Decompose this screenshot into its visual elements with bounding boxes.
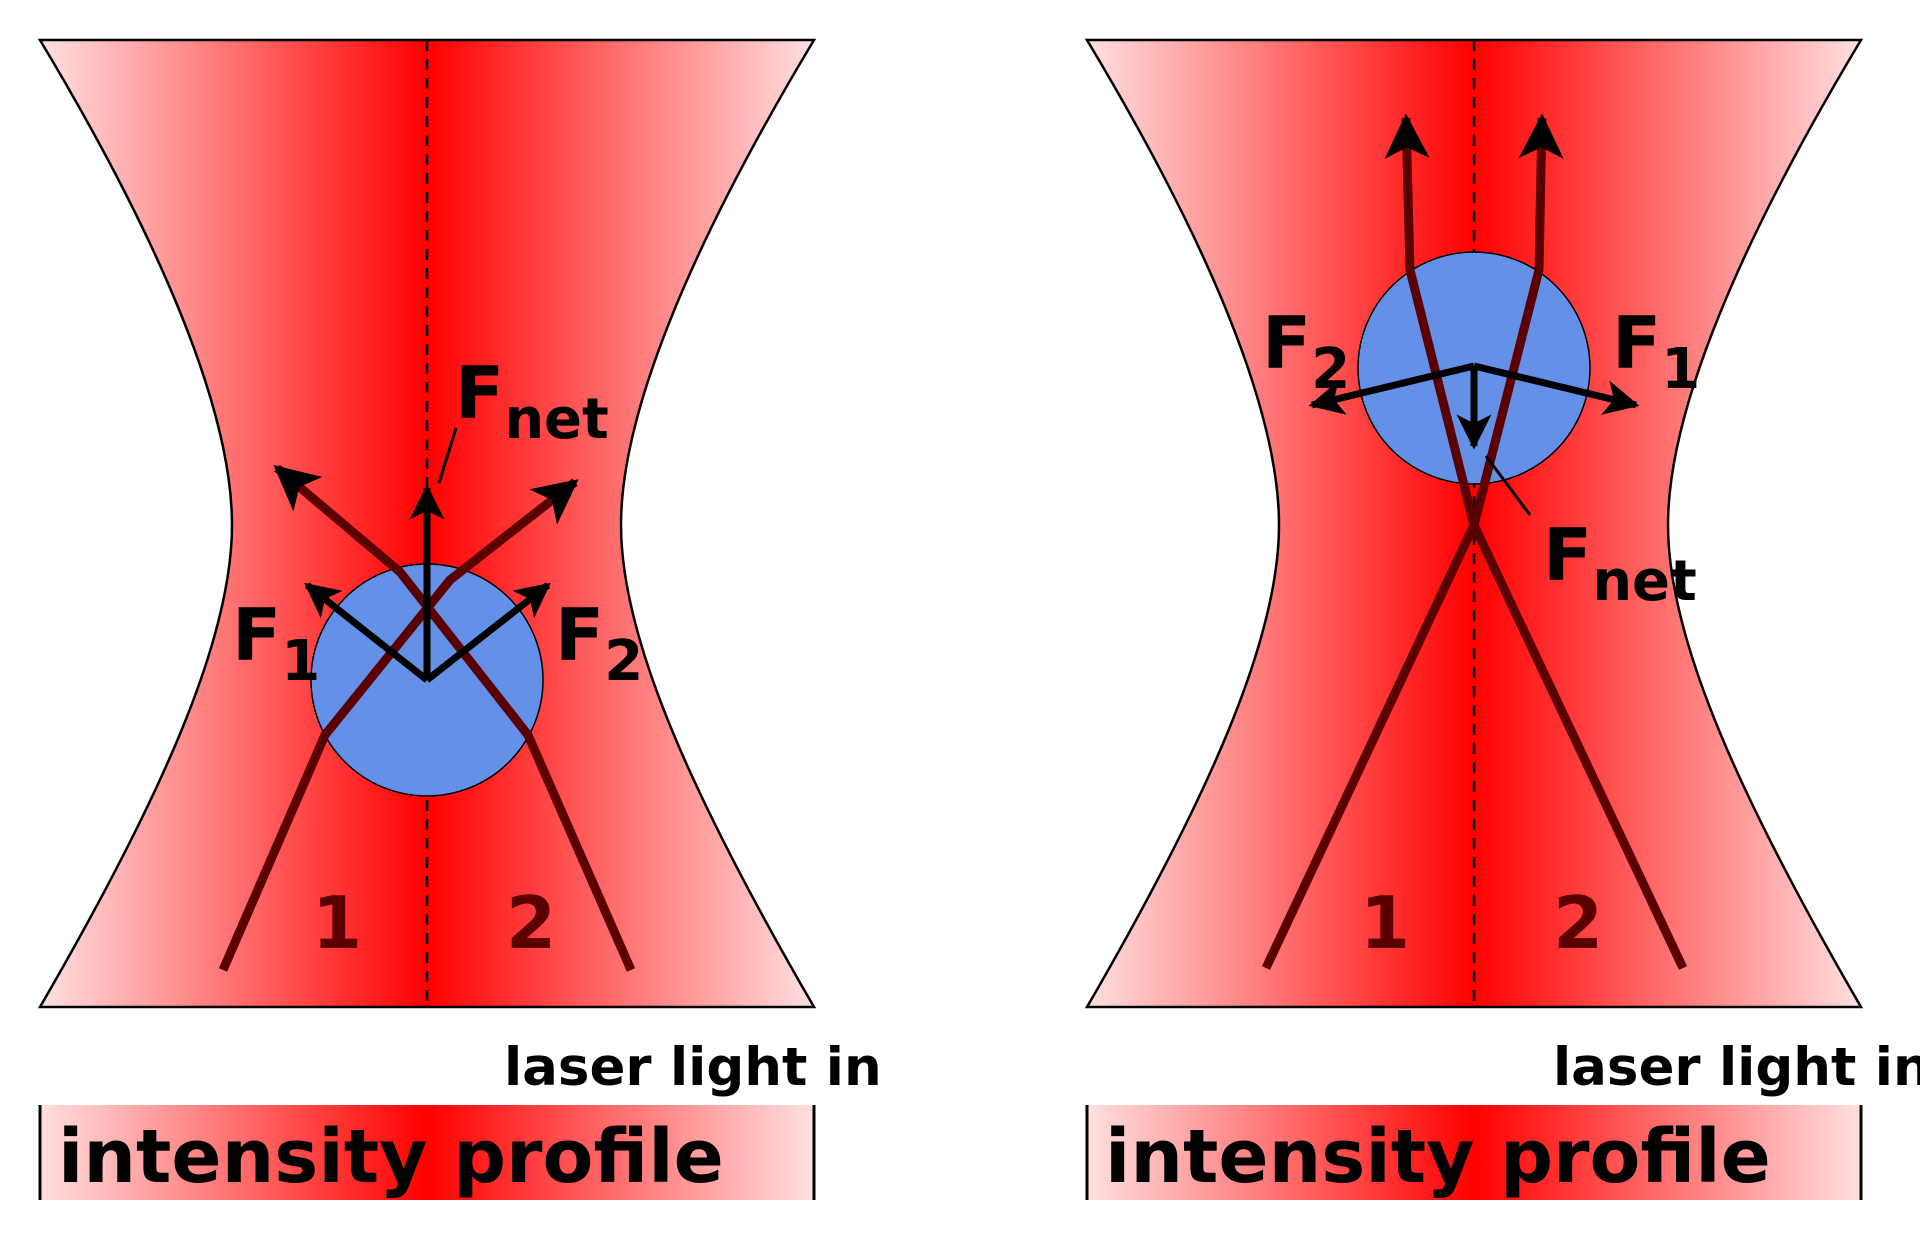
profile-label-right: intensity profile <box>1105 1114 1771 1200</box>
force-2-label-left: F2 <box>555 593 643 694</box>
laser-label-right: laser light in <box>1553 1037 1920 1098</box>
profile-label-left: intensity profile <box>58 1114 724 1200</box>
net-force-label-left: Fnet <box>455 351 609 452</box>
intensity-profile-bar-right <box>1087 1105 1861 1200</box>
ray-1-number-left: 1 <box>312 881 362 965</box>
force-1-arrow-right <box>1473 362 1640 415</box>
net-force-leader-right <box>1484 455 1532 516</box>
panel-right: F2 F1 Fnet 1 2 laser light in intensity … <box>1084 38 1920 1200</box>
ray-1-number-right: 1 <box>1360 881 1410 965</box>
force-1-label-left: F1 <box>232 593 320 694</box>
net-force-leader-left <box>437 427 458 484</box>
force-2-label-right: F2 <box>1262 301 1350 402</box>
panel-left: F1 F2 Fnet 1 2 laser light in intensity … <box>37 38 882 1200</box>
ray-1-left <box>218 478 579 972</box>
ray-2-right <box>1384 113 1688 970</box>
net-force-label-right: Fnet <box>1543 513 1697 614</box>
ray-2-number-left: 2 <box>506 881 556 965</box>
force-1-label-right: F1 <box>1612 301 1700 402</box>
ray-1-right <box>1261 113 1564 970</box>
intensity-profile-bar-left <box>40 1105 814 1200</box>
force-2-arrow-left <box>424 582 551 683</box>
force-2-arrow-right <box>1308 362 1475 415</box>
force-1-arrow-left <box>304 582 430 683</box>
laser-label-left: laser light in <box>504 1037 882 1098</box>
ray-2-number-right: 2 <box>1553 881 1603 965</box>
